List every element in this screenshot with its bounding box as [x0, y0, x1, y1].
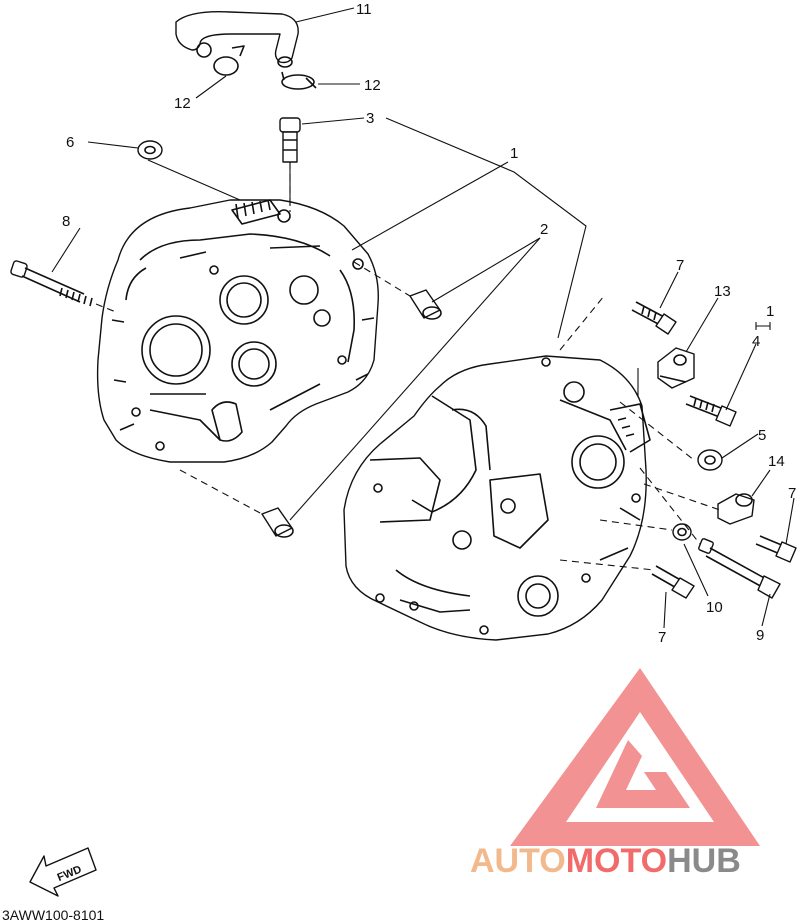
right-crankcase [343, 355, 651, 641]
callout-10: 10 [706, 599, 723, 616]
fwd-arrow: FWD [29, 847, 97, 897]
callout-2: 2 [540, 221, 548, 238]
bolt-9 [698, 538, 781, 599]
callout-11: 11 [356, 1, 372, 18]
dowel-pin-lower [261, 507, 294, 538]
callout-4: 4 [752, 333, 760, 350]
leader-lines [51, 7, 795, 629]
callout-12-left: 12 [174, 95, 191, 112]
bolt-7-right [755, 535, 797, 563]
dowel-pin-upper [409, 289, 442, 320]
callout-5: 5 [758, 427, 766, 444]
callout-7-right: 7 [788, 485, 796, 502]
washer-5 [697, 449, 723, 471]
bolt-4 [685, 395, 737, 427]
automotohub-logo [510, 668, 760, 846]
breather-nipple [279, 117, 301, 163]
callout-12-right: 12 [364, 77, 381, 94]
callout-3: 3 [366, 110, 374, 127]
hose-clip-left [213, 45, 245, 76]
callout-1: 1 [510, 145, 518, 162]
hose-clip-right [281, 71, 317, 90]
callout-7-bottom: 7 [658, 629, 666, 646]
watermark-text: AUTOMOTOHUB [470, 842, 741, 880]
bolt-7-bottom [651, 565, 695, 599]
assembly-lines [95, 162, 721, 571]
washer-6 [137, 140, 163, 160]
clip-14 [717, 493, 755, 525]
long-bolt-8 [10, 260, 93, 307]
left-crankcase [96, 199, 379, 463]
callout-8: 8 [62, 213, 70, 230]
callout-6: 6 [66, 134, 74, 151]
diagram-code: 3AWW100-8101 [2, 907, 104, 923]
bracket-13 [657, 347, 695, 389]
callout-14: 14 [768, 453, 785, 470]
washer-10 [672, 523, 692, 541]
callout-7-top: 7 [676, 257, 684, 274]
callout-labels: 11 12 12 3 6 1 2 8 7 13 1 4 5 14 7 10 9 … [62, 1, 796, 646]
bolt-7-top [631, 301, 677, 335]
callout-13: 13 [714, 283, 731, 300]
logo-inner-mark [596, 740, 690, 808]
callout-9: 9 [756, 627, 764, 644]
logo-triangle [510, 668, 760, 846]
breather-hose [175, 11, 299, 68]
callout-1-right: 1 [766, 303, 774, 320]
